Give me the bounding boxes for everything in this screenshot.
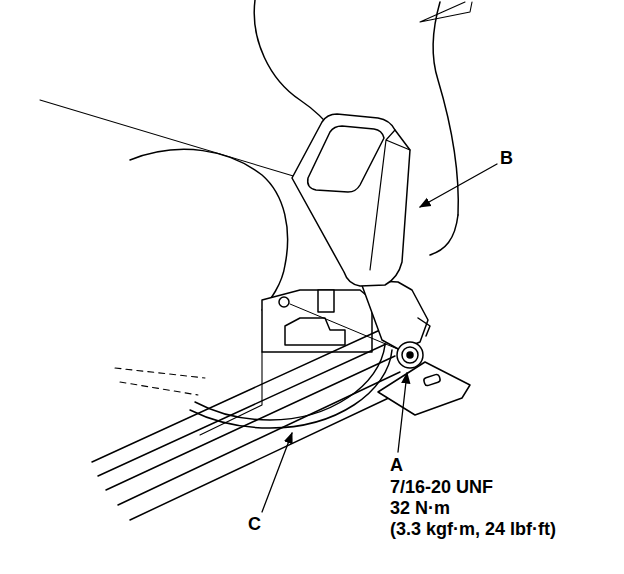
anchor-plate [378, 362, 470, 415]
harness-wire [190, 350, 392, 428]
buckle-stalk [360, 280, 428, 350]
rail-line [130, 395, 395, 520]
part-letter: A [390, 455, 403, 475]
alignment-line [290, 304, 400, 350]
bolt-center [407, 352, 413, 358]
buckle-slot [308, 126, 384, 192]
rail-line [92, 330, 380, 462]
torque-value: 32 N·m [390, 498, 450, 518]
buckle-edge [370, 130, 410, 270]
plate-slot [423, 374, 441, 387]
rail-step [200, 352, 262, 435]
leader-line [420, 164, 497, 207]
frame-hole [279, 297, 289, 307]
bolt-head [397, 342, 423, 368]
thread-spec: 7/16-20 UNF [390, 477, 493, 497]
buckle-body [292, 114, 410, 286]
seat-frame [262, 290, 372, 352]
leader-line [398, 373, 407, 452]
seat-side-lower [430, 215, 458, 255]
seat-trim [420, 2, 472, 22]
seat-adjuster [285, 318, 345, 345]
torque-value: (3.3 kgf·m, 24 lbf·ft) [390, 519, 556, 539]
part-letter: B [500, 148, 513, 168]
rail-line [98, 344, 386, 476]
seat-edge-line [40, 100, 300, 178]
seat-cushion-outline [130, 149, 288, 310]
stalk-tab [418, 318, 430, 336]
harness-wire [195, 345, 385, 420]
rail-line [118, 372, 400, 505]
bolt-hex [402, 347, 418, 363]
frame-slot [318, 290, 334, 312]
leader-line [262, 433, 292, 512]
hidden-line [115, 368, 205, 378]
seat-side-outline [433, 2, 458, 215]
part-letter: C [248, 514, 261, 534]
rail-line [106, 356, 395, 490]
hidden-line [120, 382, 198, 395]
